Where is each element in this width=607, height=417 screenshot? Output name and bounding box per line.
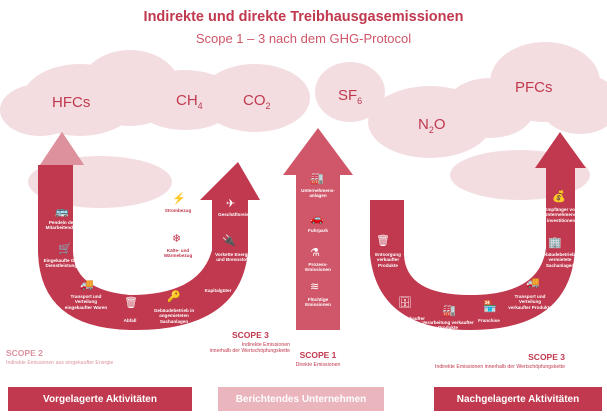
car-icon: 🚗 (310, 213, 324, 225)
item-pendeln: Pendeln der Mitarbeitenden (45, 220, 79, 231)
left-scope-arrow (38, 132, 260, 330)
trash-icon: 🗑 (124, 297, 138, 309)
item-investitionen: Empfänger von Unternehmens-investitionen (544, 207, 578, 223)
scope2-description: Indirekte Emissionen aus eingekaufter En… (6, 360, 114, 366)
truck-icon: 🚚 (80, 279, 94, 291)
plug-icon: 🔌 (222, 235, 236, 247)
footer-center-box (218, 387, 384, 411)
money-bag-icon: 🗑 (376, 235, 390, 247)
footer-right-box (434, 387, 602, 411)
item-anlagen: Unternehmens-anlagen (301, 188, 335, 199)
fan-icon: ≋ (310, 281, 320, 293)
item-geschaeftsreisen: Geschäftsreisen (218, 212, 254, 217)
money-bag-icon-2: 💰 (552, 191, 566, 203)
airplane-icon: ✈ (226, 198, 236, 210)
left-scope-arrow-faded-tail (40, 132, 84, 165)
right-scope-arrow (370, 132, 586, 330)
bus-icon: 🚌 (55, 206, 69, 218)
scope1-title: SCOPE 1 (299, 350, 337, 360)
item-verarbeitung: Verarbeitung verkaufter Produkte (422, 320, 474, 331)
scope1-description: Direkte Emissionen (295, 362, 341, 368)
lightning-icon: ⚡ (172, 193, 186, 205)
building-icon: 🏢 (548, 237, 562, 249)
gas-co2-label: CO2 (243, 92, 271, 111)
item-kapitalguter: Kapitalgüter (204, 288, 232, 293)
item-kaelte: Kälte- und Wärmebezug (163, 248, 193, 259)
item-stromzug: Strombezug (164, 208, 192, 213)
item-entsorgung: Entsorgung verkaufter Produkte (375, 252, 401, 268)
item-gebaude-r: Gebäudebetrieb in vermietete Sachanlagen (539, 252, 581, 268)
footer-downstream-label: Nachgelagerte Aktivitäten (456, 393, 580, 405)
gas-pfc-label: PFCs (515, 79, 553, 96)
scope2-title: SCOPE 2 (6, 348, 43, 358)
item-nutzung: Nutzung verkaufter Produkte (383, 316, 425, 327)
truck-icon-2: 🚚 (526, 277, 540, 289)
page-subtitle: Scope 1 – 3 nach dem GHG-Protocol (195, 31, 412, 46)
item-vorkette: Vorkette Energie- und Brennstoffe (215, 252, 253, 263)
factory-icon: 🏭 (310, 173, 324, 185)
washer-icon: 🗄 (398, 297, 412, 309)
snowflake-icon: ❄ (172, 233, 182, 245)
page-title: Indirekte und direkte Treibhausgasemissi… (143, 9, 464, 25)
item-abfall: Abfall (123, 318, 137, 323)
item-transport: Transport und Verteilung eingekaufter Wa… (64, 294, 108, 310)
item-gebaude: Gebäudebetrieb in angemieteten Sachanlag… (153, 308, 195, 324)
center-scope1-arrow (283, 128, 353, 330)
key-icon: 🔑 (167, 291, 181, 303)
scope3-left-description-1: Indirekte Emissionen (241, 342, 290, 348)
gas-sf6-label: SF6 (338, 87, 363, 106)
item-transport-r: Transport und Verteilung verkaufter Prod… (508, 294, 552, 310)
shop-icon: 🏪 (483, 301, 497, 313)
scope3-left-description-2: innerhalb der Wertschöpfungskette (209, 348, 290, 354)
flask-icon: ⚗ (310, 247, 320, 259)
cloud-layer (0, 42, 607, 208)
item-kauf-guter: Eingekaufte Güter/ Dienstleistungen (43, 258, 85, 269)
footer-company-label: Berichtendes Unternehmen (235, 393, 367, 405)
item-franchise: Franchise (478, 318, 500, 323)
scope3-left-title: SCOPE 3 (232, 330, 269, 340)
scope3-right-description: Indirekte Emissionen innerhalb der Werts… (435, 364, 565, 370)
footer-left-box (8, 387, 192, 411)
item-prozess: Prozess-Emissionen (305, 262, 331, 273)
shopping-cart-icon: 🛒 (58, 243, 72, 255)
footer-upstream-label: Vorgelagerte Aktivitäten (43, 393, 157, 405)
scope3-right-title: SCOPE 3 (528, 352, 565, 362)
item-fluchtig: Flüchtige Emissionen (305, 297, 331, 308)
gas-hfc-label: HFCs (52, 94, 91, 111)
gas-ch4-label: CH4 (176, 92, 203, 111)
item-fuhrpark: Fuhrpark (308, 228, 328, 233)
gas-n2o-label: N2O (418, 116, 446, 135)
factory-icon-2: 🏭 (442, 305, 456, 317)
